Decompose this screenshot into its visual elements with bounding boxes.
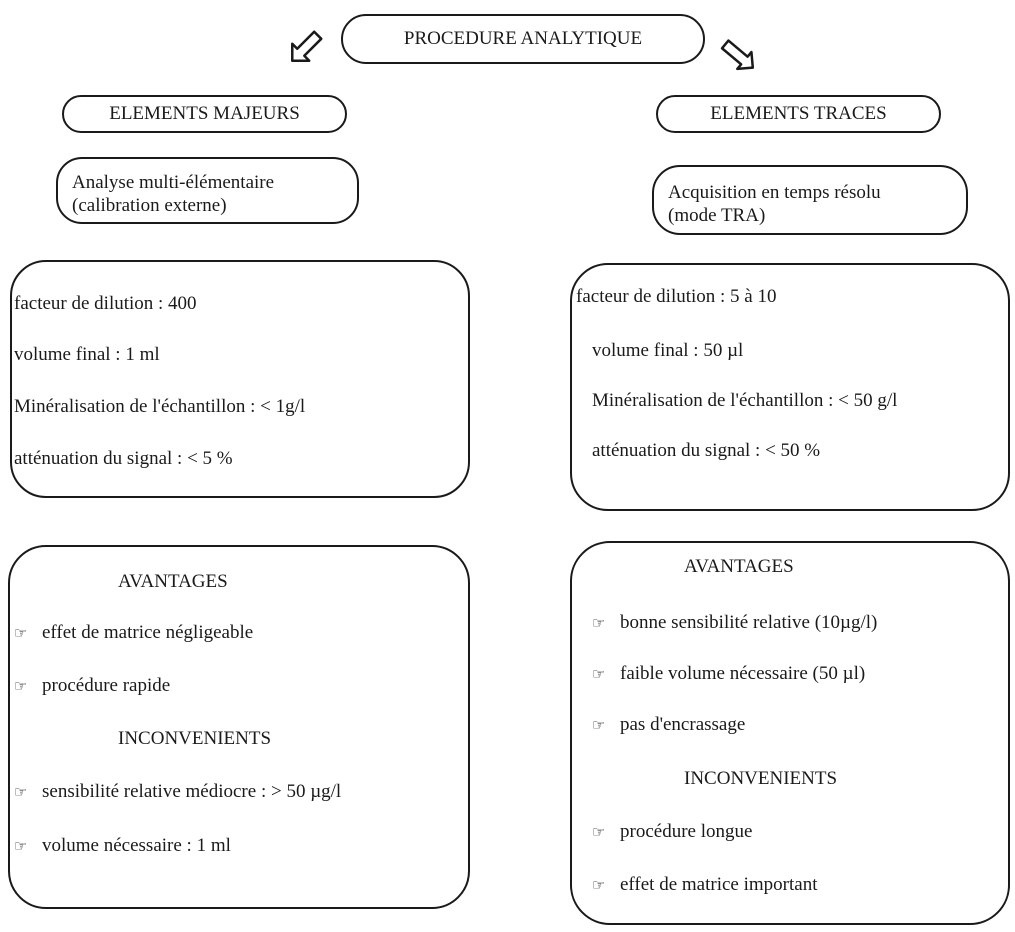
pointing-hand-icon: ☞ bbox=[14, 677, 28, 695]
title-box: PROCEDURE ANALYTIQUE bbox=[341, 14, 705, 64]
pointing-hand-icon: ☞ bbox=[592, 614, 606, 632]
pointing-hand-icon: ☞ bbox=[14, 837, 28, 855]
pointing-hand-icon: ☞ bbox=[14, 783, 28, 801]
right-params-box: facteur de dilution : 5 à 10 volume fina… bbox=[570, 263, 1010, 511]
pointing-hand-icon: ☞ bbox=[592, 876, 606, 894]
left-advantages-title: AVANTAGES bbox=[118, 571, 228, 592]
arrow-down-left-icon bbox=[291, 30, 323, 62]
right-advantage-item: ☞faible volume nécessaire (50 µl) bbox=[592, 663, 866, 684]
right-disadvantage-item: ☞effet de matrice important bbox=[592, 874, 818, 895]
right-advantage-item: ☞pas d'encrassage bbox=[592, 714, 746, 735]
right-param-dilution: facteur de dilution : 5 à 10 bbox=[576, 286, 777, 307]
left-disadvantage-item: ☞volume nécessaire : 1 ml bbox=[14, 835, 231, 856]
left-method-line2: (calibration externe) bbox=[72, 195, 227, 216]
right-method-line1: Acquisition en temps résolu bbox=[668, 182, 881, 203]
right-heading: ELEMENTS TRACES bbox=[710, 103, 887, 124]
left-heading: ELEMENTS MAJEURS bbox=[109, 103, 300, 124]
pointing-hand-icon: ☞ bbox=[592, 716, 606, 734]
pointing-hand-icon: ☞ bbox=[592, 823, 606, 841]
right-advantages-title: AVANTAGES bbox=[684, 556, 794, 577]
left-param-attenuation: atténuation du signal : < 5 % bbox=[14, 448, 233, 469]
right-heading-box: ELEMENTS TRACES bbox=[656, 95, 941, 133]
right-param-attenuation: atténuation du signal : < 50 % bbox=[592, 440, 821, 461]
right-param-volume: volume final : 50 µl bbox=[592, 340, 744, 361]
left-method-box: Analyse multi-élémentaire (calibration e… bbox=[56, 157, 359, 224]
right-disadvantage-item: ☞procédure longue bbox=[592, 821, 753, 842]
left-param-volume: volume final : 1 ml bbox=[14, 344, 160, 365]
right-method-box: Acquisition en temps résolu (mode TRA) bbox=[652, 165, 968, 235]
pointing-hand-icon: ☞ bbox=[14, 624, 28, 642]
right-advantage-item: ☞bonne sensibilité relative (10µg/l) bbox=[592, 612, 878, 633]
left-disadvantages-title: INCONVENIENTS bbox=[118, 728, 272, 749]
right-param-mineralisation: Minéralisation de l'échantillon : < 50 g… bbox=[592, 390, 898, 411]
left-disadvantage-item: ☞sensibilité relative médiocre : > 50 µg… bbox=[14, 781, 342, 802]
left-params-box: facteur de dilution : 400 volume final :… bbox=[10, 260, 470, 498]
arrow-down-right-icon bbox=[720, 39, 755, 71]
left-pros-cons-box: AVANTAGES ☞effet de matrice négligeable … bbox=[8, 545, 470, 909]
right-disadvantages-title: INCONVENIENTS bbox=[684, 768, 838, 789]
left-param-mineralisation: Minéralisation de l'échantillon : < 1g/l bbox=[14, 396, 306, 417]
left-advantage-item: ☞effet de matrice négligeable bbox=[14, 622, 254, 643]
right-method-line2: (mode TRA) bbox=[668, 205, 766, 226]
left-method-line1: Analyse multi-élémentaire bbox=[72, 172, 275, 193]
right-pros-cons-box: AVANTAGES ☞bonne sensibilité relative (1… bbox=[570, 541, 1010, 925]
pointing-hand-icon: ☞ bbox=[592, 665, 606, 683]
left-advantage-item: ☞procédure rapide bbox=[14, 675, 171, 696]
left-heading-box: ELEMENTS MAJEURS bbox=[62, 95, 347, 133]
left-param-dilution: facteur de dilution : 400 bbox=[14, 293, 197, 314]
title: PROCEDURE ANALYTIQUE bbox=[403, 28, 643, 49]
